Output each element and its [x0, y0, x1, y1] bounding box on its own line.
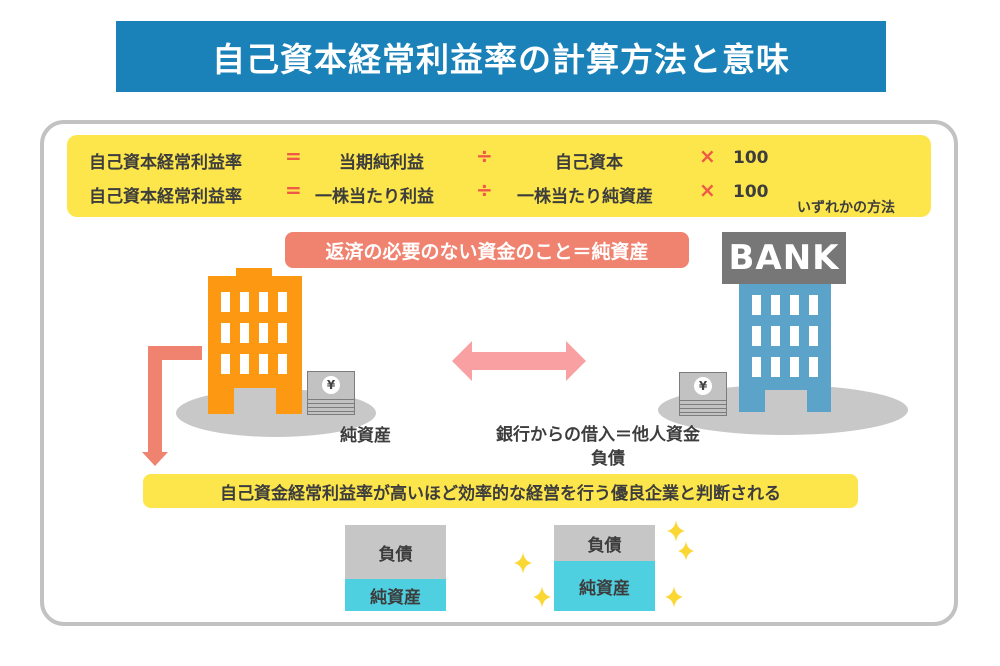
sparkle-icon: [665, 586, 683, 608]
yen-money-icon: ¥: [679, 372, 727, 416]
equals-sign: =: [285, 144, 302, 168]
yen-money-icon: ¥: [307, 371, 355, 415]
yen-symbol: ¥: [322, 376, 340, 394]
liability-block: 負債: [345, 525, 446, 579]
yen-symbol: ¥: [694, 377, 712, 395]
net-assets-label: 純資産: [340, 426, 391, 446]
content-frame: [40, 120, 958, 626]
down-arrow-icon: [142, 346, 202, 466]
conclusion-banner: 自己資金経常利益率が高いほど効率的な経営を行う優良企業と判断される: [143, 474, 858, 508]
company-building-icon: [208, 268, 302, 414]
liability-block: 負債: [554, 525, 655, 561]
formula-factor: 100: [733, 148, 769, 168]
definition-pill: 返済の必要のない資金のこと＝純資産: [285, 232, 689, 268]
sparkle-icon: [514, 552, 532, 574]
formula-lhs: 自己資本経常利益率: [89, 153, 242, 173]
bank-sign: BANK: [722, 232, 846, 284]
method-note: いずれかの方法: [797, 200, 895, 216]
multiply-sign: ×: [699, 178, 716, 202]
equity-block: 純資産: [345, 579, 446, 611]
page-title: 自己資本経常利益率の計算方法と意味: [116, 21, 886, 92]
sparkle-icon: [678, 541, 694, 561]
divide-sign: ÷: [476, 178, 493, 202]
bank-building-icon: [739, 284, 831, 412]
formula-denominator: 一株当たり純資産: [517, 187, 653, 207]
liability-label: 負債: [591, 449, 625, 469]
multiply-sign: ×: [699, 144, 716, 168]
equity-block: 純資産: [554, 561, 655, 611]
formula-box: 自己資本経常利益率 = 当期純利益 ÷ 自己資本 × 100 自己資本経常利益率…: [67, 135, 931, 217]
formula-denominator: 自己資本: [555, 153, 623, 173]
equals-sign: =: [285, 178, 302, 202]
formula-lhs: 自己資本経常利益率: [89, 187, 242, 207]
formula-factor: 100: [733, 182, 769, 202]
bank-loan-label: 銀行からの借入＝他人資金: [496, 425, 700, 445]
sparkle-icon: [667, 520, 685, 542]
double-arrow-icon: [452, 341, 586, 381]
formula-numerator: 当期純利益: [339, 153, 424, 173]
sparkle-icon: [533, 586, 551, 608]
divide-sign: ÷: [476, 144, 493, 168]
formula-numerator: 一株当たり利益: [315, 187, 434, 207]
